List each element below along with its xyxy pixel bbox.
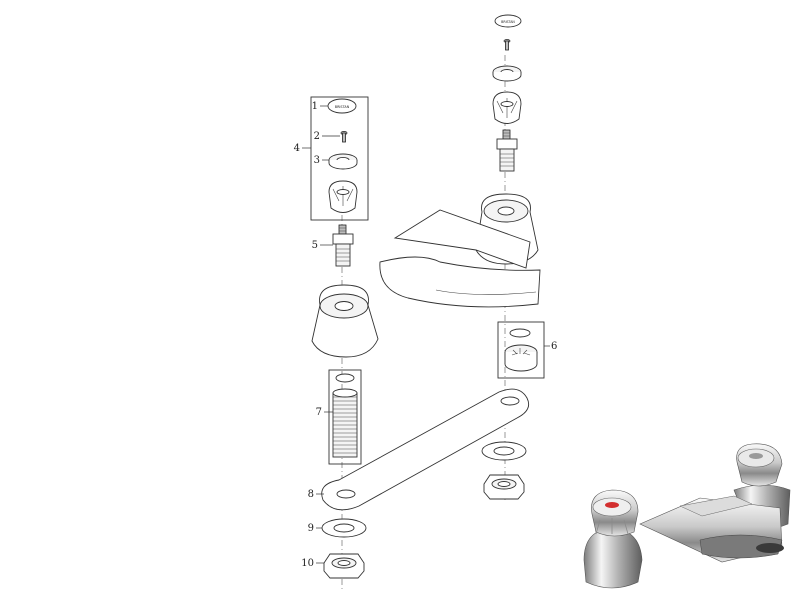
cartridge-left-part	[332, 224, 354, 267]
svg-text:1: 1	[312, 101, 318, 112]
callout-1: 1	[312, 101, 328, 112]
product-photo	[583, 443, 791, 589]
assembly-box-7	[328, 369, 362, 465]
shank-part	[332, 373, 358, 458]
svg-text:6: 6	[551, 341, 557, 352]
svg-text:10: 10	[301, 558, 314, 569]
backnut-right-part	[483, 474, 525, 500]
callout-4: 4	[294, 143, 311, 154]
callout-9: 9	[308, 523, 322, 534]
svg-text:2: 2	[314, 131, 320, 142]
cap-indice-right-part: BRISTAN	[494, 14, 522, 28]
svg-text:8: 8	[308, 489, 314, 500]
cap-indice-part: BRISTAN	[327, 98, 357, 114]
svg-text:3: 3	[314, 155, 320, 166]
svg-text:5: 5	[312, 240, 318, 251]
backnut-plate-part	[321, 388, 530, 511]
washer-right-part	[481, 441, 527, 461]
cartridge-right-part	[496, 129, 518, 172]
callout-2: 2	[314, 131, 340, 142]
handle-right-part	[492, 91, 522, 124]
cap-brand-text-right: BRISTAN	[501, 20, 515, 24]
hot-indicator-icon	[605, 502, 619, 508]
svg-text:9: 9	[308, 523, 314, 534]
shroud-right-part	[492, 65, 522, 82]
assembly-box-6	[497, 321, 545, 379]
callout-7: 7	[316, 407, 333, 418]
handle-part	[328, 180, 358, 213]
assembly-box-4	[310, 96, 369, 221]
aerator-part	[504, 328, 538, 372]
shroud-part	[328, 153, 358, 170]
svg-text:4: 4	[294, 143, 300, 154]
cap-brand-text: BRISTAN	[335, 105, 350, 109]
screw-part	[340, 130, 348, 143]
callout-8: 8	[308, 489, 324, 500]
callout-6: 6	[544, 341, 557, 352]
backnut-left-part	[323, 553, 365, 579]
screw-right-part	[503, 39, 511, 51]
svg-text:7: 7	[316, 407, 322, 418]
callout-5: 5	[312, 240, 333, 251]
tap-body-part	[311, 193, 541, 358]
washer-left-part	[321, 518, 367, 538]
callout-3: 3	[314, 155, 329, 166]
callout-10: 10	[301, 558, 324, 569]
